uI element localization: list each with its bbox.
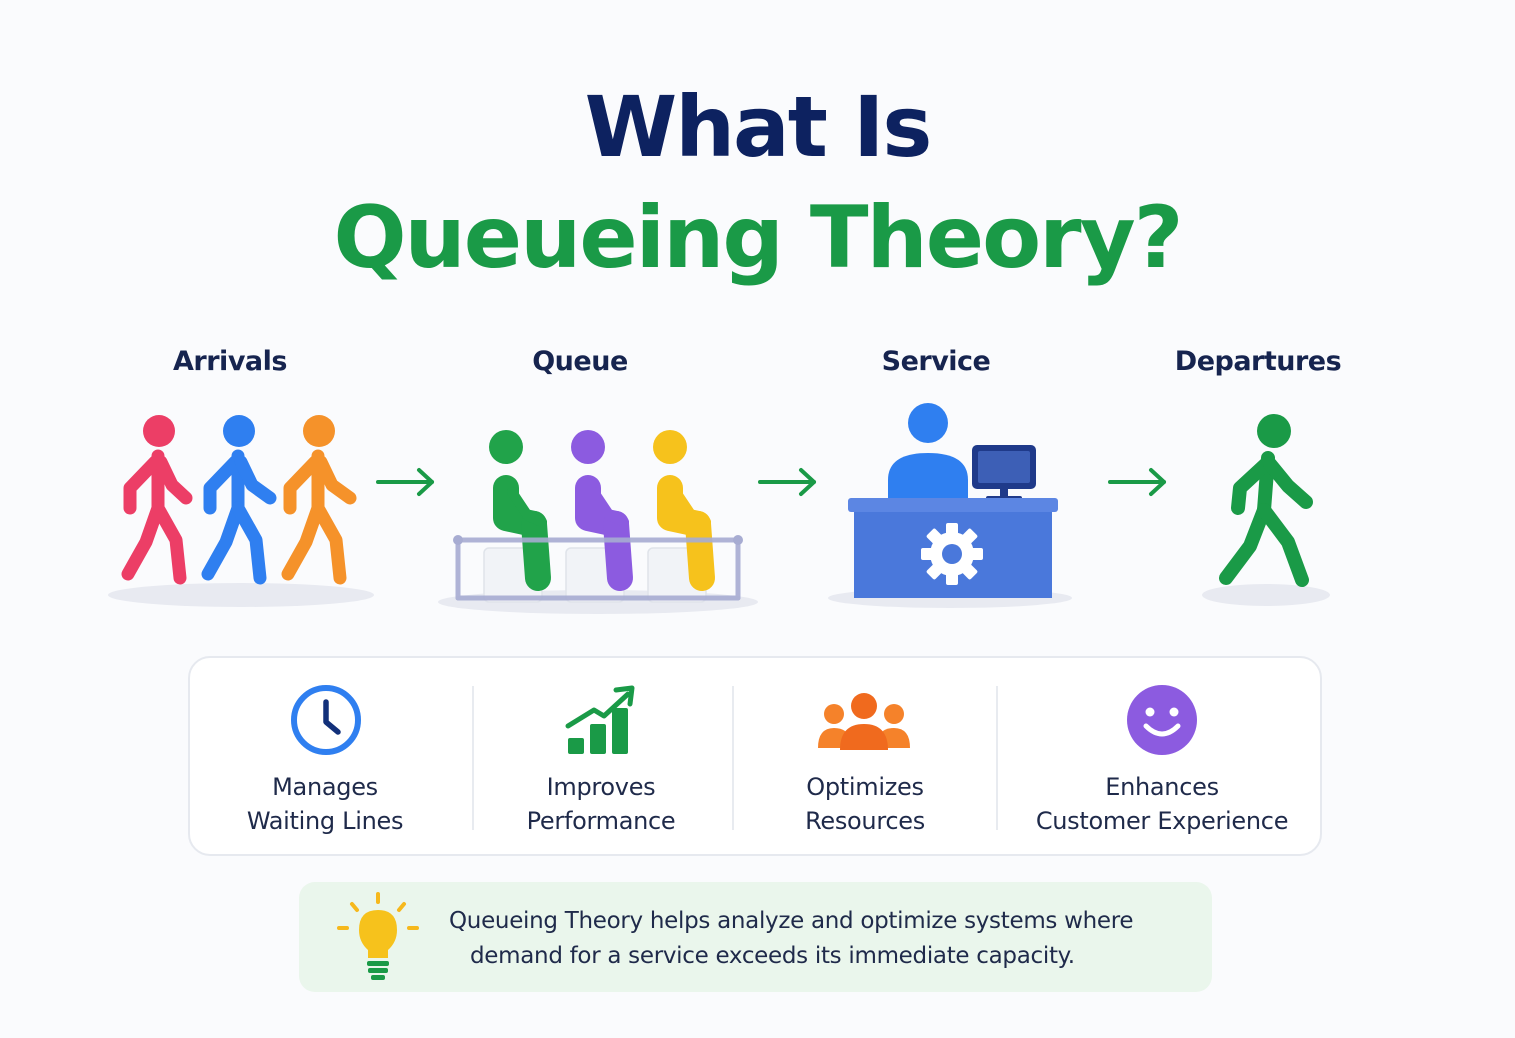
stage-label-queue: Queue bbox=[532, 346, 628, 377]
flow-arrow-3 bbox=[1108, 468, 1166, 496]
note-line-2: demand for a service exceeds its immedia… bbox=[470, 943, 1075, 969]
benefit-line-2: Performance bbox=[526, 807, 676, 835]
flow-arrow-1 bbox=[376, 468, 434, 496]
arrivals-illustration bbox=[108, 415, 374, 607]
benefit-line-2: Resources bbox=[805, 807, 925, 835]
benefit-line-1: Manages bbox=[272, 773, 378, 801]
service-illustration bbox=[828, 403, 1072, 608]
benefit-label-manages: Manages Waiting Lines bbox=[190, 770, 460, 838]
service-agent-icon bbox=[888, 403, 968, 508]
note-text: Queueing Theory helps analyze and optimi… bbox=[449, 904, 1169, 974]
benefit-divider bbox=[472, 686, 474, 830]
queue-illustration bbox=[438, 430, 758, 614]
benefit-line-1: Enhances bbox=[1105, 773, 1219, 801]
info-note: Queueing Theory helps analyze and optimi… bbox=[299, 882, 1212, 992]
gear-icon bbox=[921, 523, 983, 585]
lightbulb-icon bbox=[337, 892, 419, 980]
benefit-label-improves: Improves Performance bbox=[466, 770, 736, 838]
benefit-divider bbox=[732, 686, 734, 830]
smiley-icon bbox=[1127, 685, 1197, 755]
title-line-2: Queueing Theory? bbox=[333, 188, 1183, 288]
growth-chart-icon bbox=[565, 685, 635, 754]
benefits-panel: Manages Waiting Lines Improves Performan… bbox=[188, 656, 1322, 856]
people-group-icon bbox=[818, 693, 910, 750]
computer-monitor-icon bbox=[972, 445, 1036, 502]
benefit-line-2: Waiting Lines bbox=[246, 807, 404, 835]
stage-label-arrivals: Arrivals bbox=[173, 346, 287, 377]
stage-label-departures: Departures bbox=[1174, 346, 1342, 377]
benefit-label-optimizes: Optimizes Resources bbox=[730, 770, 1000, 838]
departures-illustration bbox=[1202, 414, 1330, 606]
benefit-label-enhances: Enhances Customer Experience bbox=[1002, 770, 1322, 838]
title-line-1: What Is bbox=[584, 78, 933, 176]
benefit-line-1: Improves bbox=[546, 773, 656, 801]
benefit-line-1: Optimizes bbox=[806, 773, 924, 801]
sitting-person-green-icon bbox=[489, 430, 551, 591]
stage-label-service: Service bbox=[881, 346, 991, 377]
walking-person-pink-icon bbox=[121, 415, 193, 585]
walking-person-green-icon bbox=[1219, 414, 1313, 587]
walking-person-blue-icon bbox=[201, 415, 277, 585]
flow-arrow-2 bbox=[758, 468, 816, 496]
sitting-person-purple-icon bbox=[571, 430, 633, 591]
benefit-line-2: Customer Experience bbox=[1035, 807, 1289, 835]
walking-person-orange-icon bbox=[281, 415, 357, 585]
sitting-person-yellow-icon bbox=[653, 430, 715, 591]
benefit-divider bbox=[996, 686, 998, 830]
bench-frame bbox=[455, 537, 741, 601]
note-line-1: Queueing Theory helps analyze and optimi… bbox=[449, 908, 1134, 934]
clock-icon bbox=[291, 685, 361, 755]
